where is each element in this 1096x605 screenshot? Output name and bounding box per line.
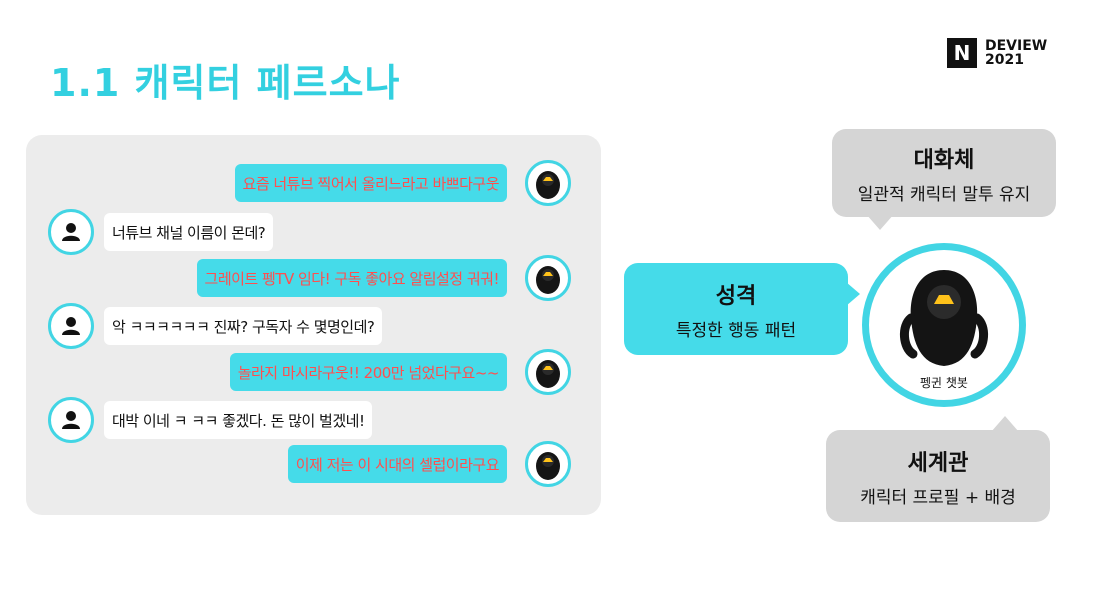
chat-message-bot: 놀라지 마시라구웃!! 200만 넘었다구요~~ [229, 349, 571, 395]
logo-mark: N [947, 38, 977, 68]
chat-message-user: 대박 이네 ㅋ ㅋㅋ 좋겠다. 돈 많이 벌겠네! [48, 397, 373, 443]
bot-bubble: 그레이트 펭TV 임다! 구독 좋아요 알림설정 궈궈! [196, 259, 507, 297]
penguin-icon [525, 349, 571, 395]
speech-style-callout: 대화체 일관적 캐릭터 말투 유지 [832, 129, 1056, 217]
character-caption: 펭귄 챗봇 [920, 376, 968, 390]
penguin-icon [900, 270, 988, 366]
speech-style-heading: 대화체 [913, 147, 975, 173]
chat-message-bot: 이제 저는 이 시대의 셀럽이라구요 [287, 441, 571, 487]
worldview-heading: 세계관 [907, 450, 969, 476]
chat-message-bot: 요즘 너튜브 찍어서 올리느라고 바쁘다구웃 [234, 160, 571, 206]
person-icon [48, 303, 94, 349]
user-bubble: 너튜브 채널 이름이 몬데? [104, 213, 274, 251]
bot-bubble: 이제 저는 이 시대의 셀럽이라구요 [287, 445, 507, 483]
chat-message-user: 너튜브 채널 이름이 몬데? [48, 209, 274, 255]
penguin-icon [525, 255, 571, 301]
logo-line2: 2021 [985, 52, 1024, 68]
chat-message-user: 악 ㅋㅋㅋㅋㅋㅋ 진짜? 구독자 수 몇명인데? [48, 303, 383, 349]
worldview-sub: 캐릭터 프로필 + 배경 [860, 487, 1016, 508]
chat-panel: 요즘 너튜브 찍어서 올리느라고 바쁘다구웃 너튜브 채널 이름이 몬데? 그레… [26, 135, 601, 515]
penguin-icon [525, 441, 571, 487]
logo-line1: DEVIEW [985, 38, 1048, 54]
speech-style-callout-tail [866, 214, 894, 230]
speech-style-sub: 일관적 캐릭터 말투 유지 [857, 184, 1031, 205]
person-icon [48, 209, 94, 255]
bot-bubble: 놀라지 마시라구웃!! 200만 넘었다구요~~ [229, 353, 507, 391]
deview-logo: N DEVIEW 2021 [947, 38, 1047, 68]
personality-callout-tail [846, 282, 860, 306]
worldview-callout: 세계관 캐릭터 프로필 + 배경 [826, 430, 1050, 522]
personality-callout: 성격 특정한 행동 패턴 [624, 263, 848, 355]
chat-message-bot: 그레이트 펭TV 임다! 구독 좋아요 알림설정 궈궈! [196, 255, 571, 301]
penguin-character: 펭귄 챗봇 [862, 243, 1026, 407]
user-bubble: 악 ㅋㅋㅋㅋㅋㅋ 진짜? 구독자 수 몇명인데? [104, 307, 383, 345]
page-title: 1.1 캐릭터 페르소나 [50, 61, 401, 105]
bot-bubble: 요즘 너튜브 찍어서 올리느라고 바쁘다구웃 [234, 164, 507, 202]
personality-heading: 성격 [715, 283, 757, 309]
worldview-callout-tail [991, 416, 1019, 432]
personality-sub: 특정한 행동 패턴 [675, 320, 797, 341]
user-bubble: 대박 이네 ㅋ ㅋㅋ 좋겠다. 돈 많이 벌겠네! [104, 401, 373, 439]
person-icon [48, 397, 94, 443]
penguin-icon [525, 160, 571, 206]
